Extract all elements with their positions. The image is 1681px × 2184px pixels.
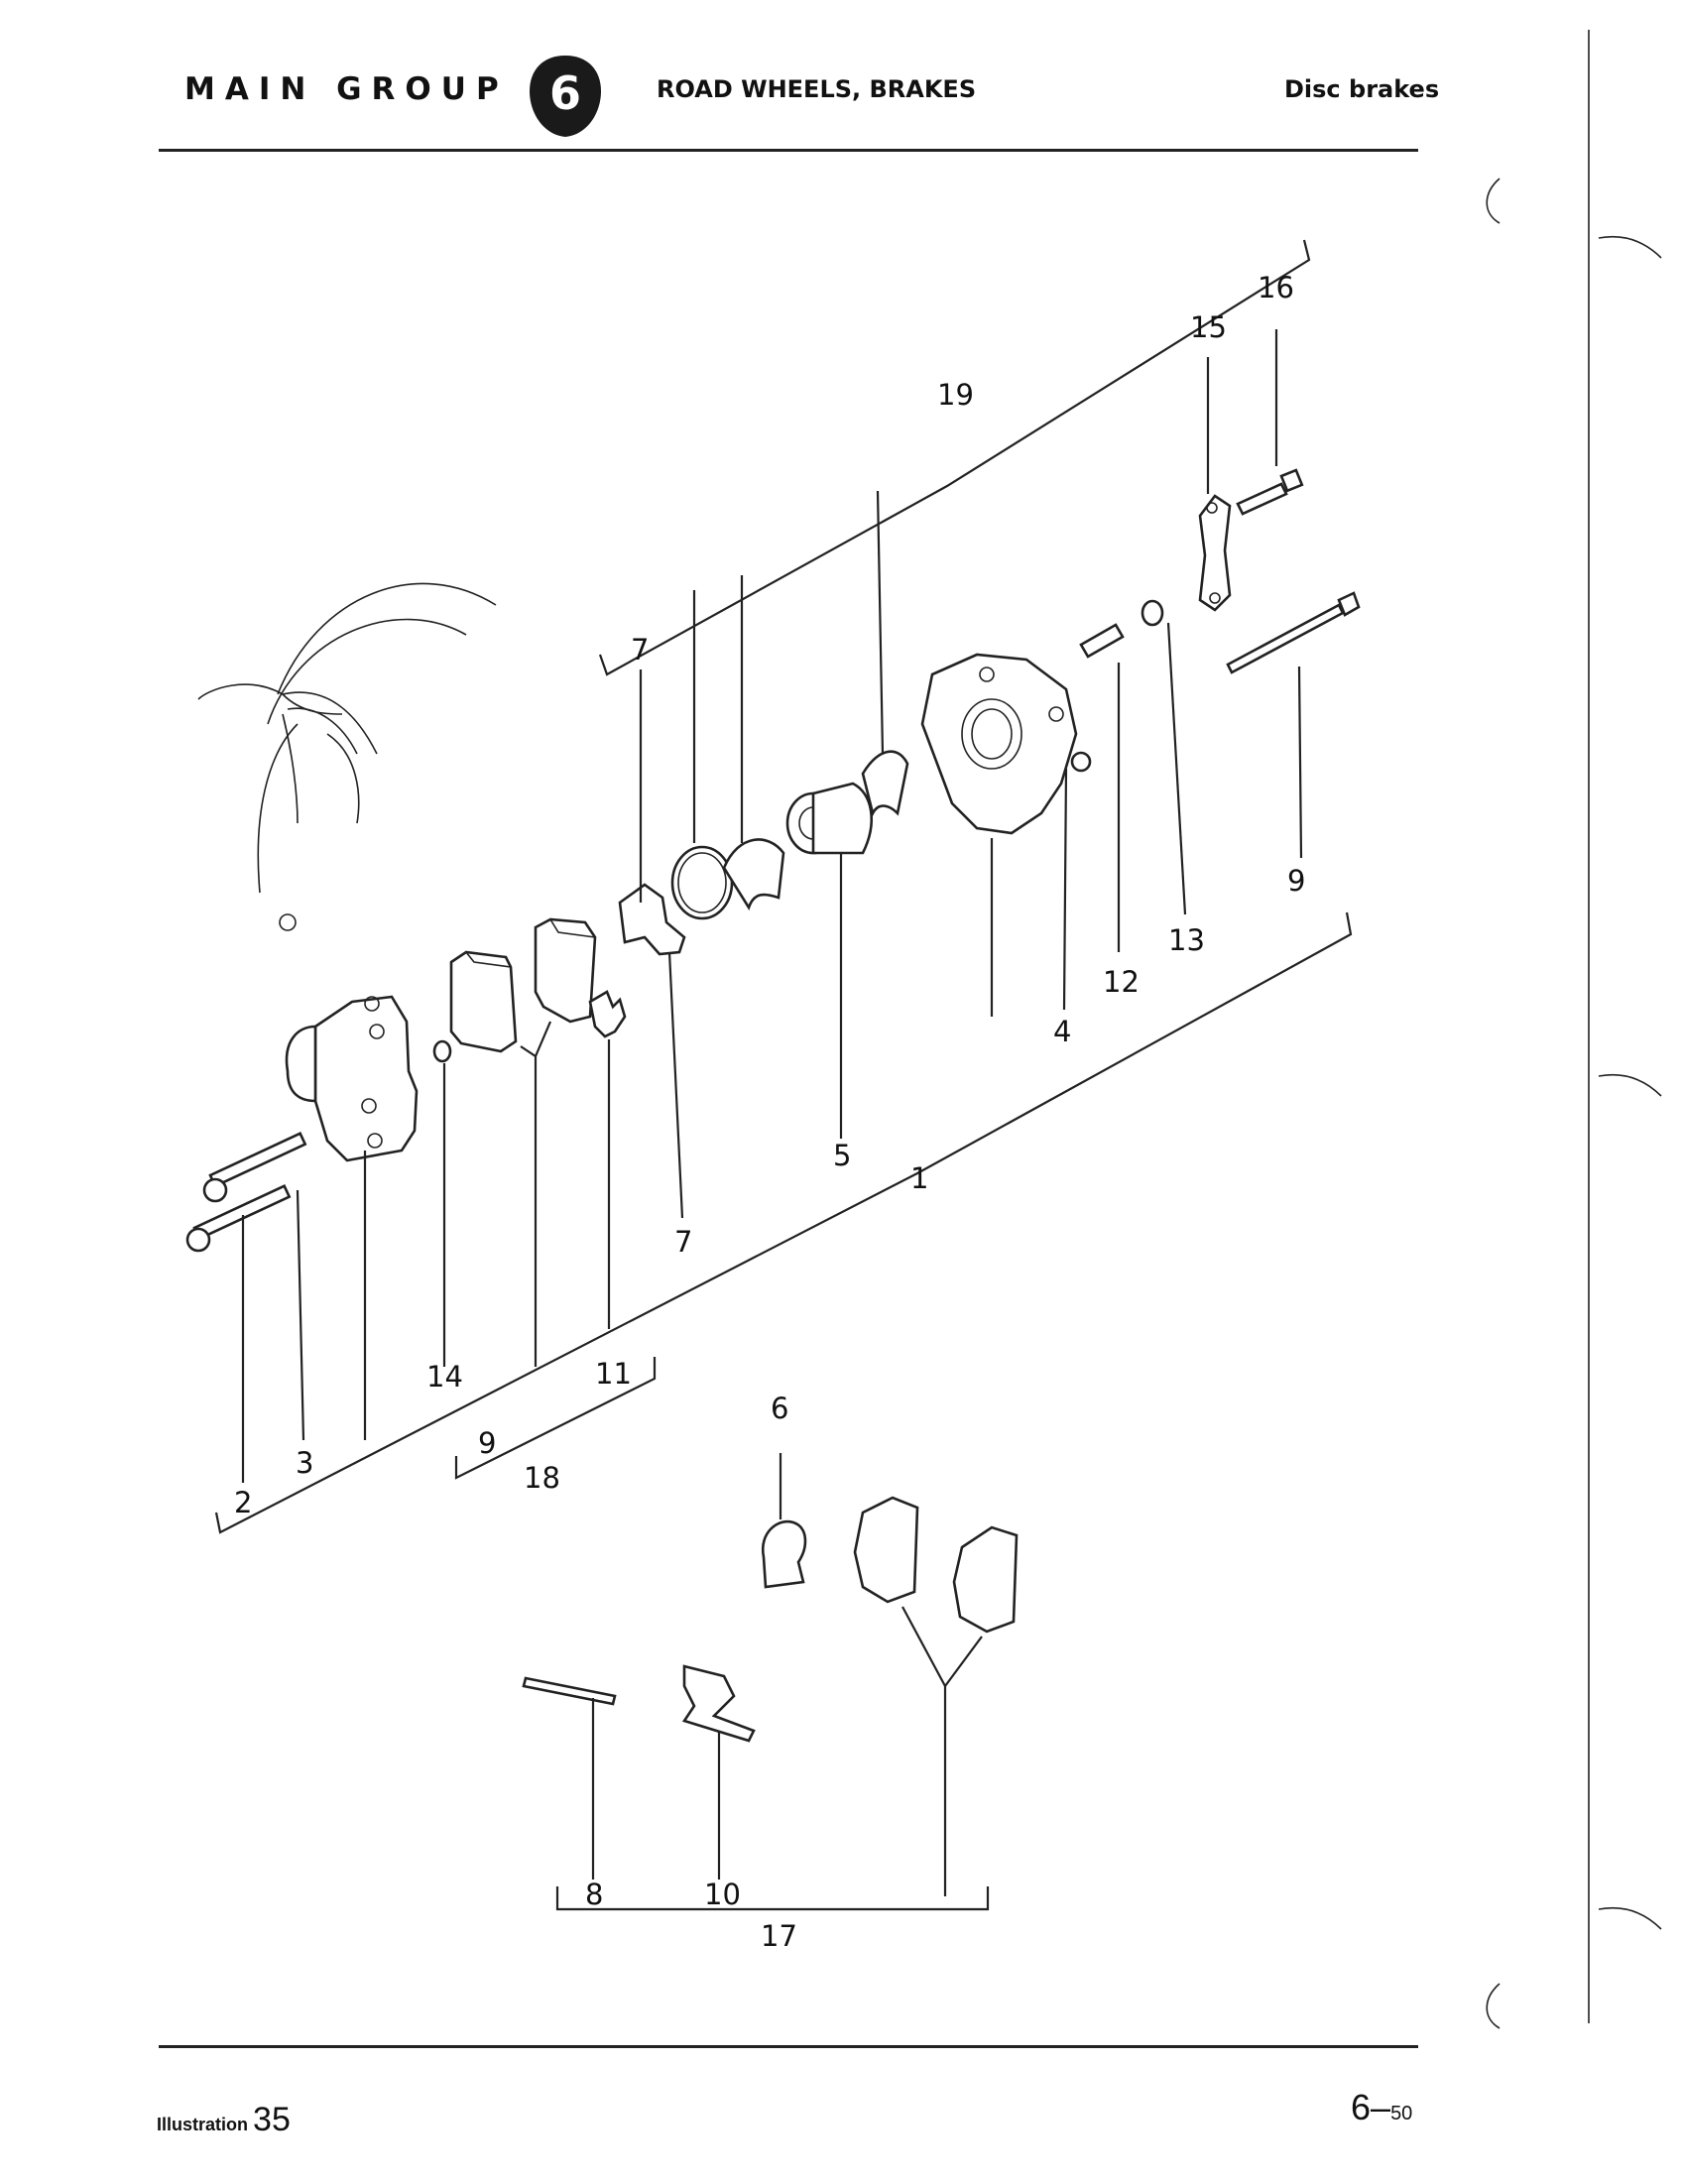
label-4: 4 xyxy=(1053,1015,1071,1048)
illustration-number: 35 xyxy=(253,2101,291,2138)
bolt-16 xyxy=(1236,482,1288,516)
label-16: 16 xyxy=(1258,271,1294,304)
page-number-sub: 50 xyxy=(1390,2103,1413,2124)
group-bracket-17 xyxy=(555,1886,990,1911)
header-rule xyxy=(159,149,1418,152)
label-18: 18 xyxy=(524,1461,560,1495)
label-8: 8 xyxy=(585,1878,603,1911)
spreader-spring-11 xyxy=(588,990,627,1038)
label-7-upper: 7 xyxy=(631,633,649,667)
caliper-inner-half xyxy=(920,653,1078,835)
page-number: 6–50 xyxy=(1351,2087,1412,2128)
spreader-spring-10 xyxy=(681,1664,756,1743)
subsection-title: Disc brakes xyxy=(1284,75,1440,103)
group-badge: 6 xyxy=(530,56,601,137)
bolt-2 xyxy=(185,1184,292,1253)
illustration-caption: Illustration 35 xyxy=(157,2101,291,2139)
brake-pad-kit-b xyxy=(952,1525,1019,1634)
label-6: 6 xyxy=(771,1392,788,1425)
seal-ring-14 xyxy=(432,1039,452,1063)
retaining-pin-9-upper xyxy=(1226,603,1345,674)
brake-disc xyxy=(197,582,497,931)
retaining-pin-8 xyxy=(522,1676,617,1706)
label-5: 5 xyxy=(833,1139,851,1172)
piston-retaining-plate-7 xyxy=(618,883,686,956)
spring-clip-6 xyxy=(761,1519,807,1589)
label-11: 11 xyxy=(595,1357,632,1391)
group-bracket-19 xyxy=(598,239,1311,676)
brake-pad-outer xyxy=(449,950,518,1053)
label-9-upper: 9 xyxy=(1287,864,1305,898)
label-9-lower: 9 xyxy=(478,1426,496,1460)
piston-5 xyxy=(785,782,874,855)
group-bracket-1 xyxy=(214,911,1353,1534)
label-1: 1 xyxy=(910,1161,928,1195)
label-3: 3 xyxy=(296,1446,313,1480)
caliper-outer-half xyxy=(285,995,419,1162)
piston-seal xyxy=(722,838,785,911)
locking-plate-15 xyxy=(1198,494,1232,612)
group-number: 6 xyxy=(549,66,581,120)
label-15: 15 xyxy=(1190,310,1227,344)
label-19: 19 xyxy=(937,378,974,412)
label-17: 17 xyxy=(761,1919,797,1953)
page-number-main: 6 xyxy=(1351,2087,1372,2127)
label-13: 13 xyxy=(1168,923,1205,957)
bleeder-valve-12 xyxy=(1079,623,1125,659)
group-bracket-18 xyxy=(454,1357,657,1480)
section-title: ROAD WHEELS, BRAKES xyxy=(657,75,977,103)
label-14: 14 xyxy=(426,1360,463,1394)
clamp-ring xyxy=(670,845,734,920)
label-7-lower: 7 xyxy=(674,1225,692,1259)
main-group-heading: MAIN GROUP xyxy=(184,71,509,107)
caliper-seal-ring xyxy=(861,750,909,817)
brake-pad-inner xyxy=(534,917,597,1024)
dust-cap-13 xyxy=(1141,599,1164,627)
brake-pad-kit-a xyxy=(853,1496,919,1604)
page-number-dash: – xyxy=(1371,2087,1391,2127)
nut-4 xyxy=(1070,751,1092,773)
bolt-3 xyxy=(202,1132,307,1203)
label-2: 2 xyxy=(234,1486,252,1519)
illustration-label: Illustration xyxy=(157,2115,249,2134)
label-12: 12 xyxy=(1103,965,1140,999)
label-10: 10 xyxy=(704,1878,741,1911)
footer-rule xyxy=(159,2045,1418,2048)
